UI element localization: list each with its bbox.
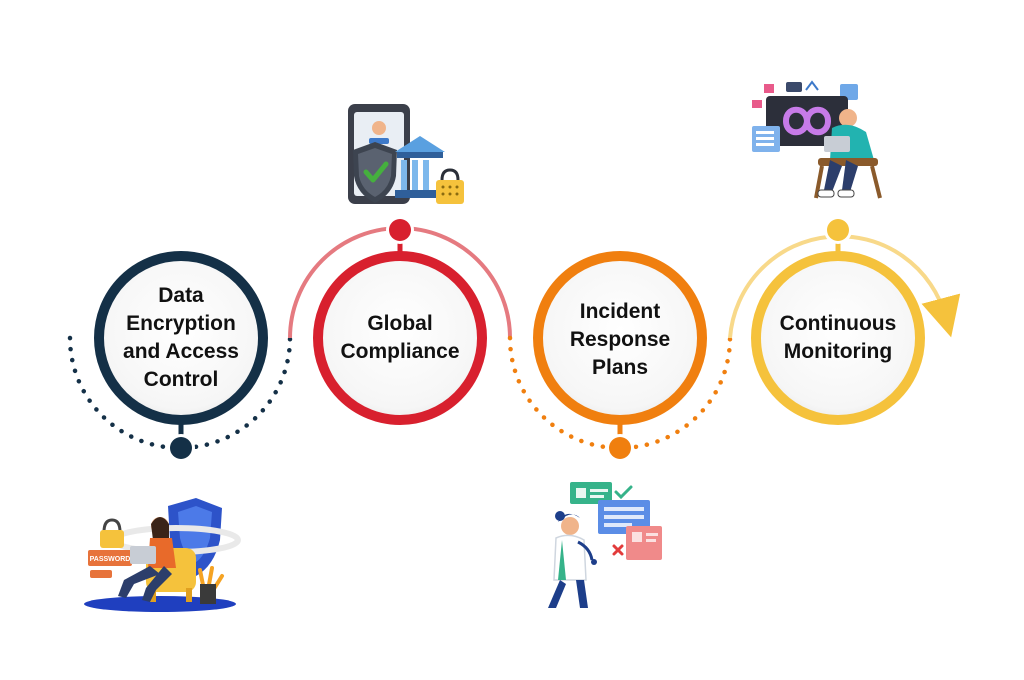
step-1-label-text: Data Encryption and Access Control	[123, 284, 239, 391]
step-4-label: Continuous Monitoring	[764, 298, 912, 378]
step-1-circle	[94, 251, 268, 425]
person-with-incident-documents-icon	[548, 482, 662, 608]
step-4-label-text: Continuous Monitoring	[779, 312, 897, 363]
step-4-connector	[728, 216, 961, 339]
step-3-label: Incident Response Plans	[550, 290, 690, 390]
tablet-shield-bank-lock-icon	[348, 104, 464, 204]
step-2-connector	[288, 216, 512, 339]
step-3-label-text: Incident Response Plans	[569, 300, 671, 379]
person-with-laptop-password-lock-icon: PASSWORD	[84, 498, 241, 612]
step-1-connector	[67, 335, 293, 462]
password-label: PASSWORD	[90, 556, 131, 563]
step-1-node	[170, 437, 192, 459]
step-2-node	[389, 219, 411, 241]
step-4-circle	[751, 251, 925, 425]
step-3-node	[609, 437, 631, 459]
step-2-label-text: Global Compliance	[340, 312, 460, 363]
step-2-circle	[313, 251, 487, 425]
step-1-label: Data Encryption and Access Control	[111, 278, 251, 398]
step-3-circle	[533, 251, 707, 425]
step-2-label: Global Compliance	[330, 298, 470, 378]
developer-devops-infinity-icon	[752, 80, 882, 199]
step-4-node	[827, 219, 849, 241]
step-3-connector	[507, 335, 733, 462]
